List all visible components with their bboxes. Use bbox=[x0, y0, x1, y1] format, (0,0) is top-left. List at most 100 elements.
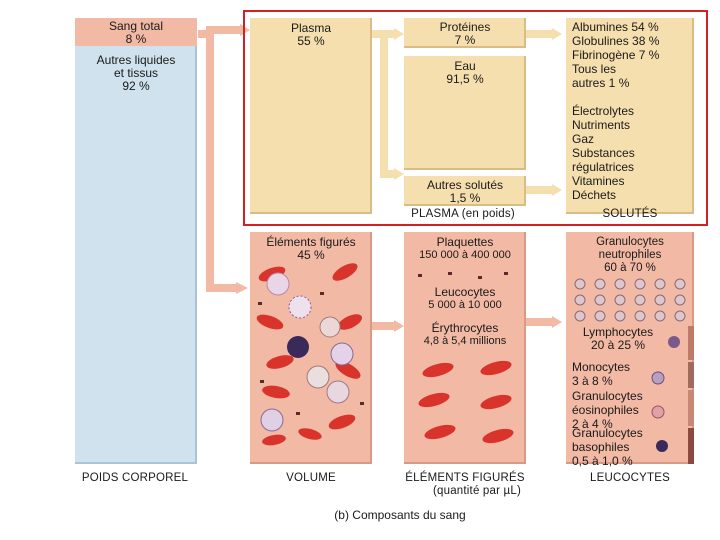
plasma-weight-column-label: PLASMA (en poids) bbox=[411, 208, 515, 220]
solute-item-others-value: autres 1 % bbox=[572, 76, 630, 90]
platelet bbox=[418, 274, 422, 277]
other-fluids-label-2: et tissus bbox=[113, 66, 158, 80]
leukocytes-to-types-arrow bbox=[526, 316, 562, 328]
erythrocyte bbox=[480, 360, 512, 376]
formed-elements-panel: Éléments figurés 45 % bbox=[250, 232, 372, 464]
solutes-panel: Albumines 54 % Globulines 38 % Fibrinogè… bbox=[566, 18, 694, 214]
erythrocyte bbox=[328, 414, 356, 430]
platelet bbox=[260, 380, 264, 383]
leukocyte-types-panel: Granulocytes neutrophiles 60 à 70 % Lymp… bbox=[566, 232, 694, 468]
neutrophils-value: 60 à 70 % bbox=[604, 262, 656, 274]
leukocyte bbox=[287, 336, 309, 358]
lymphocyte bbox=[668, 336, 680, 348]
basophils-box: Granulocytes basophiles 0,5 à 1,0 % bbox=[572, 426, 643, 468]
proteins-to-solutes-arrow bbox=[526, 28, 562, 40]
leukocyte bbox=[330, 342, 354, 366]
total-blood-label: Sang total bbox=[108, 19, 164, 33]
formed-to-components-arrow bbox=[372, 320, 404, 332]
neutrophil bbox=[634, 294, 646, 306]
solute-item-substances: Substances bbox=[572, 146, 635, 160]
erythrocyte bbox=[266, 355, 294, 369]
eosinophils-box: Granulocytes éosinophiles 2 à 4 % bbox=[572, 389, 643, 431]
neutrophil bbox=[614, 310, 626, 322]
solutes-to-list-arrow bbox=[526, 184, 562, 196]
blood-cells-illustration bbox=[256, 263, 364, 446]
solute-item-fibrinogen: Fibrinogène 7 % bbox=[572, 48, 660, 62]
formed-counts-panel: Plaquettes 150 000 à 400 000 Leucocytes … bbox=[404, 232, 526, 464]
eosinophil-band bbox=[688, 390, 694, 426]
neutrophils-illustration bbox=[574, 278, 686, 322]
eosinophils-label-1: Granulocytes bbox=[572, 389, 643, 403]
proteins-breakdown-list: Albumines 54 % Globulines 38 % Fibrinogè… bbox=[572, 20, 694, 90]
solutes-column-label: SOLUTÉS bbox=[602, 208, 658, 220]
erythrocyte bbox=[335, 361, 361, 379]
other-solutes-value: 1,5 % bbox=[449, 191, 481, 205]
formed-label: Éléments figurés bbox=[266, 235, 356, 249]
neutrophils-label-2: neutrophiles bbox=[598, 249, 662, 261]
solute-item-vitamins: Vitamines bbox=[572, 174, 625, 188]
water-label: Eau bbox=[454, 59, 476, 73]
blood-split-connector bbox=[198, 24, 250, 294]
water-panel: Eau 91,5 % bbox=[404, 56, 526, 170]
plasma-highlight-frame bbox=[243, 10, 708, 226]
basophils-label-1: Granulocytes bbox=[572, 426, 643, 440]
other-solutes-list: Électrolytes Nutriments Gaz Substances r… bbox=[572, 104, 694, 202]
solute-item-nutrients: Nutriments bbox=[572, 118, 631, 132]
neutrophil bbox=[574, 278, 586, 290]
solute-item-all-others: Tous les bbox=[572, 62, 617, 76]
leukocyte bbox=[260, 408, 284, 432]
leukocyte bbox=[319, 316, 341, 338]
neutrophil bbox=[574, 310, 586, 322]
erythrocytes-label: Érythrocytes bbox=[431, 321, 499, 335]
body-weight-column-label: POIDS CORPOREL bbox=[81, 472, 189, 484]
leukocytes-count-value: 5 000 à 10 000 bbox=[428, 299, 502, 311]
neutrophil bbox=[674, 278, 686, 290]
leukocyte bbox=[266, 272, 290, 296]
neutrophil bbox=[634, 310, 646, 322]
platelets-label: Plaquettes bbox=[436, 235, 494, 249]
erythrocytes-value: 4,8 à 5,4 millions bbox=[423, 335, 507, 347]
eosinophils-value: 2 à 4 % bbox=[572, 417, 613, 431]
platelet bbox=[360, 402, 364, 405]
water-value: 91,5 % bbox=[446, 72, 484, 86]
erythrocyte bbox=[262, 385, 290, 399]
monocytes-value: 3 à 8 % bbox=[572, 374, 613, 388]
solute-item-albumins: Albumines 54 % bbox=[572, 20, 659, 34]
platelet bbox=[448, 272, 452, 275]
lymphocytes-value: 20 à 25 % bbox=[590, 338, 646, 352]
total-blood-box: Sang total 8 % bbox=[75, 18, 197, 46]
erythrocyte bbox=[262, 434, 286, 446]
solute-item-regulatory: régulatrices bbox=[572, 160, 635, 174]
volume-column-label: VOLUME bbox=[286, 472, 336, 484]
leukocyte bbox=[288, 295, 312, 319]
lymphocytes-label: Lymphocytes bbox=[582, 325, 654, 339]
other-solutes-label: Autres solutés bbox=[426, 178, 504, 192]
formed-value: 45 % bbox=[297, 248, 325, 262]
lymphocytes-box: Lymphocytes 20 à 25 % bbox=[570, 326, 666, 352]
platelet bbox=[258, 302, 262, 305]
basophil-band bbox=[688, 428, 694, 464]
neutrophil bbox=[654, 310, 666, 322]
proteins-panel: Protéines 7 % bbox=[404, 18, 526, 48]
platelet bbox=[296, 412, 300, 415]
leukocyte bbox=[306, 365, 330, 389]
erythrocyte bbox=[422, 362, 454, 378]
neutrophil bbox=[594, 278, 606, 290]
platelets-value: 150 000 à 400 000 bbox=[419, 249, 511, 261]
basophil bbox=[656, 440, 668, 452]
neutrophil bbox=[674, 294, 686, 306]
plasma-to-components-arrow bbox=[372, 28, 404, 180]
monocytes-label: Monocytes bbox=[572, 360, 631, 374]
platelet bbox=[478, 276, 482, 279]
neutrophil bbox=[674, 310, 686, 322]
neutrophil bbox=[654, 294, 666, 306]
platelet bbox=[320, 292, 324, 295]
leukocytes-count-label: Leucocytes bbox=[434, 285, 496, 299]
plasma-value: 55 % bbox=[297, 34, 325, 48]
platelet bbox=[504, 272, 508, 275]
leukocyte bbox=[326, 380, 350, 404]
lymphocyte-band bbox=[688, 326, 694, 360]
basophils-label-2: basophiles bbox=[572, 440, 630, 454]
leukocyte-types-illustration bbox=[651, 326, 694, 464]
formed-elements-column-sublabel: (quantité par µL) bbox=[432, 485, 522, 497]
